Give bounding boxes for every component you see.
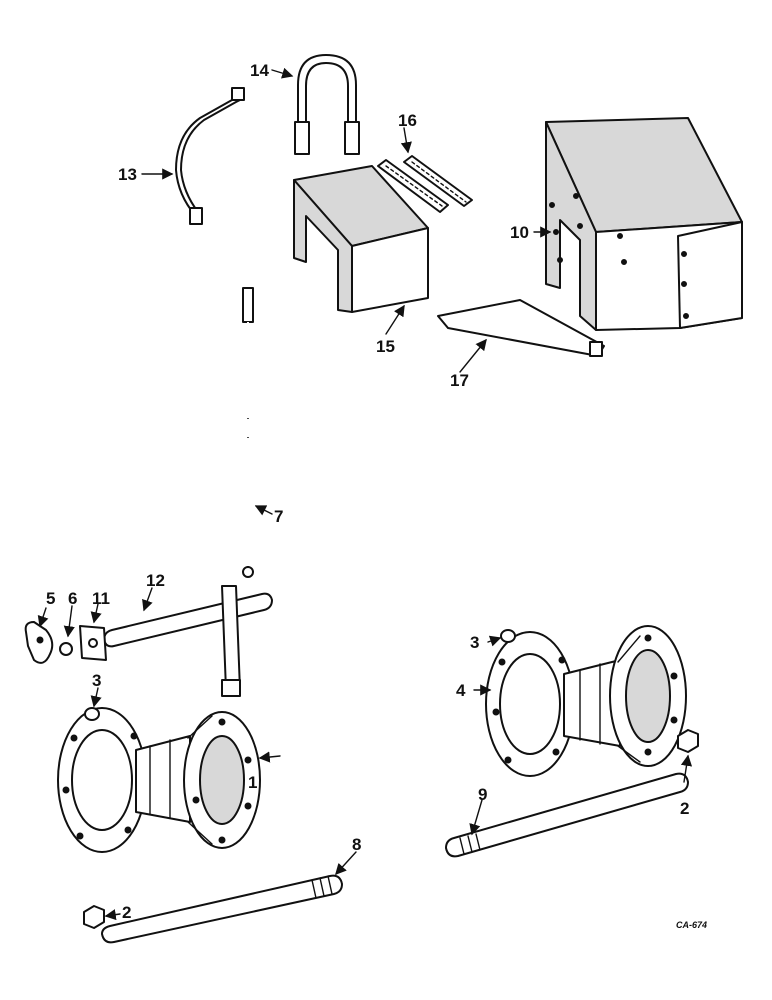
callout-15: 15 — [376, 337, 395, 356]
callout-10: 10 — [510, 223, 529, 242]
callout-12: 12 — [146, 571, 165, 590]
cross-shaft-12 — [103, 585, 273, 697]
brace-17 — [437, 299, 605, 357]
axle-housing-4 — [485, 625, 687, 777]
callout-16: 16 — [398, 111, 417, 130]
support-strap-13 — [175, 87, 245, 225]
perforated-strips-16 — [377, 155, 473, 213]
callout-13: 13 — [118, 165, 137, 184]
callout-11: 11 — [92, 589, 110, 608]
shield-10 — [545, 117, 743, 331]
control-rod-7 — [242, 287, 254, 578]
fittings — [83, 629, 699, 929]
leader-arrows — [37, 67, 693, 921]
callout-14: 14 — [250, 61, 269, 80]
callout-9: 9 — [478, 785, 488, 804]
u-bolt-14 — [294, 54, 360, 155]
axle-shaft-8 — [101, 874, 343, 944]
callout-4: 4 — [456, 681, 466, 700]
callout-1: 1 — [248, 773, 258, 792]
callout-5: 5 — [46, 589, 56, 608]
callout-8: 8 — [352, 835, 362, 854]
callout-2-right: 2 — [680, 799, 690, 818]
drawing-code: CA-674 — [676, 920, 708, 930]
shield-15 — [293, 165, 429, 313]
callout-17: 17 — [450, 371, 469, 390]
callout-3-right: 3 — [470, 633, 480, 652]
callout-3: 3 — [92, 671, 102, 690]
callout-6: 6 — [68, 589, 78, 608]
small-lever-parts — [24, 621, 107, 664]
callout-2: 2 — [122, 903, 132, 922]
axle-housing-1 — [57, 707, 261, 853]
callout-7: 7 — [274, 507, 284, 526]
